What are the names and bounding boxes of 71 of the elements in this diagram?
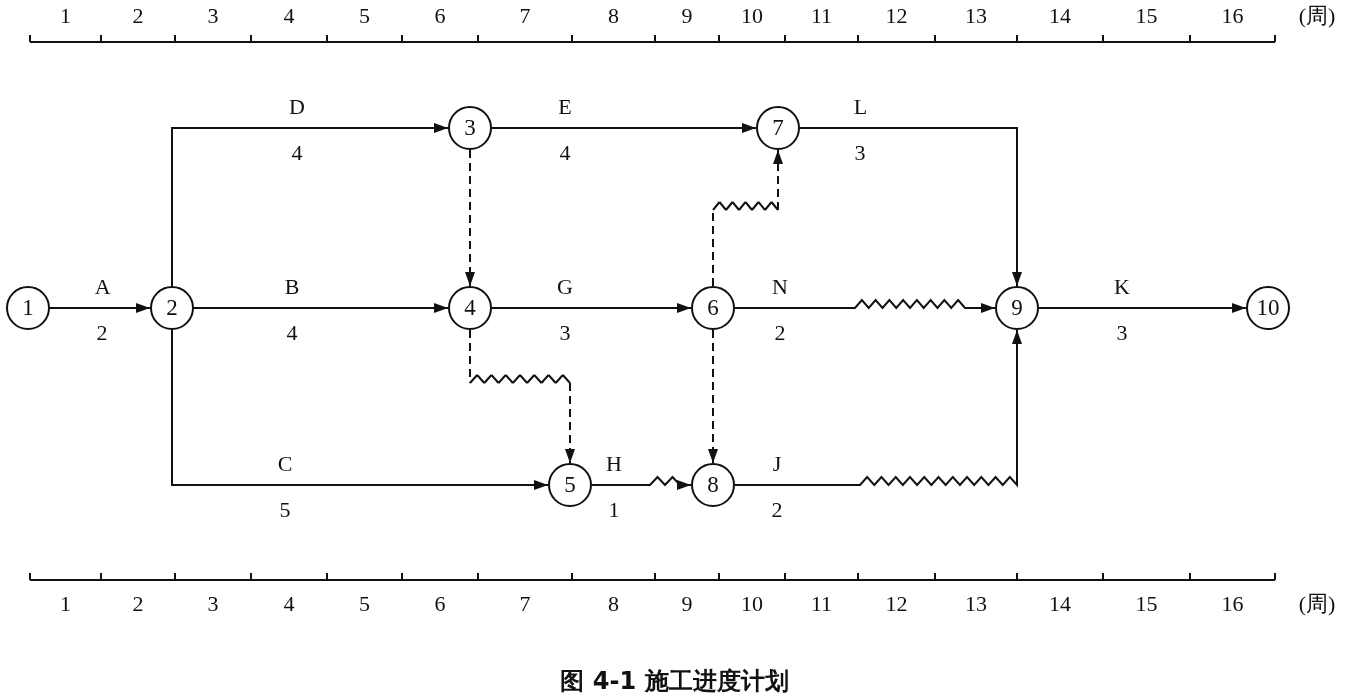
arrow <box>591 475 692 490</box>
scale-number: 15 <box>1135 3 1158 29</box>
scale-number: 6 <box>434 3 446 29</box>
scale-number: 7 <box>519 591 531 617</box>
arrow <box>799 127 1022 287</box>
arrow <box>491 123 757 133</box>
event-circle: 9 <box>995 286 1039 330</box>
scale-number: 8 <box>608 3 619 29</box>
arrow <box>734 298 996 313</box>
arrow <box>469 329 575 464</box>
scale-number: 7 <box>519 3 531 29</box>
scale-number: 8 <box>608 591 619 617</box>
arrow <box>734 329 1022 487</box>
edge-label: K 3 <box>1114 273 1130 347</box>
scale-number: 2 <box>132 591 144 617</box>
scale-number: 9 <box>681 3 693 29</box>
arrow <box>465 149 475 287</box>
edge-label: J 2 <box>771 450 783 524</box>
scale-number: 3 <box>207 3 219 29</box>
arrow <box>171 329 549 490</box>
scale-number: 1 <box>60 3 71 29</box>
event-circle: 3 <box>448 106 492 150</box>
scale-number: 15 <box>1135 591 1158 617</box>
event-circle: 8 <box>691 463 735 507</box>
scale-number: 1 <box>60 591 71 617</box>
arrow <box>193 303 449 313</box>
scale-number: 5 <box>359 3 370 29</box>
arrow <box>712 149 783 287</box>
arrow <box>49 303 151 313</box>
scale-number: 6 <box>434 591 446 617</box>
arrow <box>491 303 692 313</box>
edge-label: E 4 <box>558 93 572 167</box>
scale-number: 12 <box>885 591 908 617</box>
scale-number: 11 <box>810 591 833 617</box>
scale-number: 16 <box>1221 591 1244 617</box>
edge-label: B 4 <box>284 273 300 347</box>
edge-label: A 2 <box>94 273 110 347</box>
edge-label: H 1 <box>606 450 622 524</box>
event-circle: 10 <box>1246 286 1290 330</box>
edge-label: C 5 <box>277 450 293 524</box>
arrow <box>1038 303 1247 313</box>
edge-label: D 4 <box>289 93 305 167</box>
edge-label: L 3 <box>853 93 867 167</box>
scale-number: 9 <box>681 591 693 617</box>
scale-number: 4 <box>283 591 295 617</box>
arrow <box>171 123 449 287</box>
event-circle: 4 <box>448 286 492 330</box>
edge-label: N 2 <box>772 273 788 347</box>
event-circle: 2 <box>150 286 194 330</box>
event-circle: 6 <box>691 286 735 330</box>
figure-caption: 图 4-1 施工进度计划 <box>559 666 790 694</box>
scale-number: 2 <box>132 3 144 29</box>
edge-label: G 3 <box>557 273 573 347</box>
scale-number: 3 <box>207 591 219 617</box>
unit-label: (周) <box>1298 2 1336 30</box>
scale-number: 12 <box>885 3 908 29</box>
unit-label: (周) <box>1298 590 1336 618</box>
scale-number: 5 <box>359 591 370 617</box>
scale-number: 10 <box>741 591 763 617</box>
arrow <box>708 329 718 464</box>
event-circle: 5 <box>548 463 592 507</box>
scale-number: 16 <box>1221 3 1244 29</box>
scale-number: 14 <box>1049 591 1071 617</box>
event-circle: 1 <box>6 286 50 330</box>
scale-number: 10 <box>741 3 763 29</box>
scale-number: 11 <box>810 3 833 29</box>
event-circle: 7 <box>756 106 800 150</box>
scale-number: 13 <box>965 3 987 29</box>
scale-number: 14 <box>1049 3 1071 29</box>
scale-number: 13 <box>965 591 987 617</box>
scale-number: 4 <box>283 3 295 29</box>
